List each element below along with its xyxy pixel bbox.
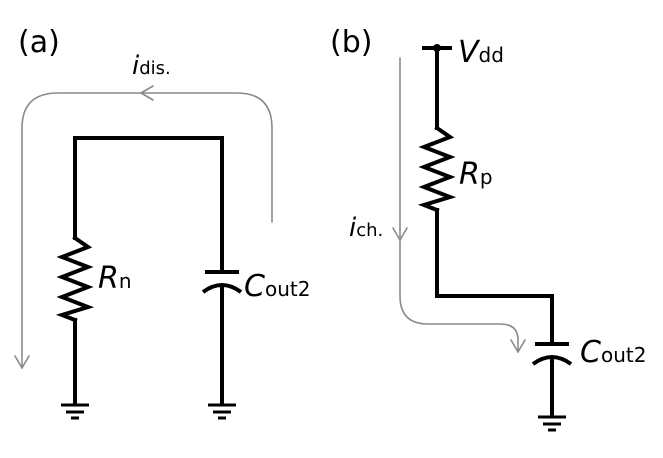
capacitor-label-cout2-b: Cout2	[580, 335, 646, 370]
resistor-rp-zigzag	[417, 125, 457, 213]
current-label-idis: idis.	[132, 51, 171, 81]
ground-icon	[538, 415, 566, 432]
supply-label-vdd: Vdd	[458, 35, 504, 70]
capacitor-b-plate-bottom	[531, 355, 573, 366]
panel-a: (a) idis. Rn C	[14, 25, 310, 420]
capacitor-label-cout2-a: Cout2	[244, 269, 310, 304]
panel-a-label: (a)	[18, 25, 60, 60]
discharge-current-arrow	[21, 92, 273, 369]
ground-icon	[208, 403, 236, 420]
charge-arrowhead-mid	[392, 227, 408, 241]
panel-b-mid-wire	[435, 208, 554, 342]
capacitor-a-plate-bottom	[201, 283, 243, 294]
discharge-arrowhead-bottom	[14, 355, 30, 369]
current-label-ich: ich.	[349, 213, 383, 243]
resistor-label-rp: Rp	[459, 157, 493, 192]
discharge-arrowhead-top	[140, 85, 154, 101]
ground-icon	[61, 403, 89, 420]
panel-b-label: (b)	[330, 25, 372, 60]
resistor-label-rn: Rn	[98, 261, 132, 296]
panel-b: (b) Vdd Rp ich.	[330, 25, 646, 432]
charge-arrowhead-end	[510, 339, 526, 353]
panel-a-top-wire	[73, 136, 224, 270]
charge-current-arrow	[399, 57, 519, 353]
resistor-rn-zigzag	[55, 235, 95, 323]
